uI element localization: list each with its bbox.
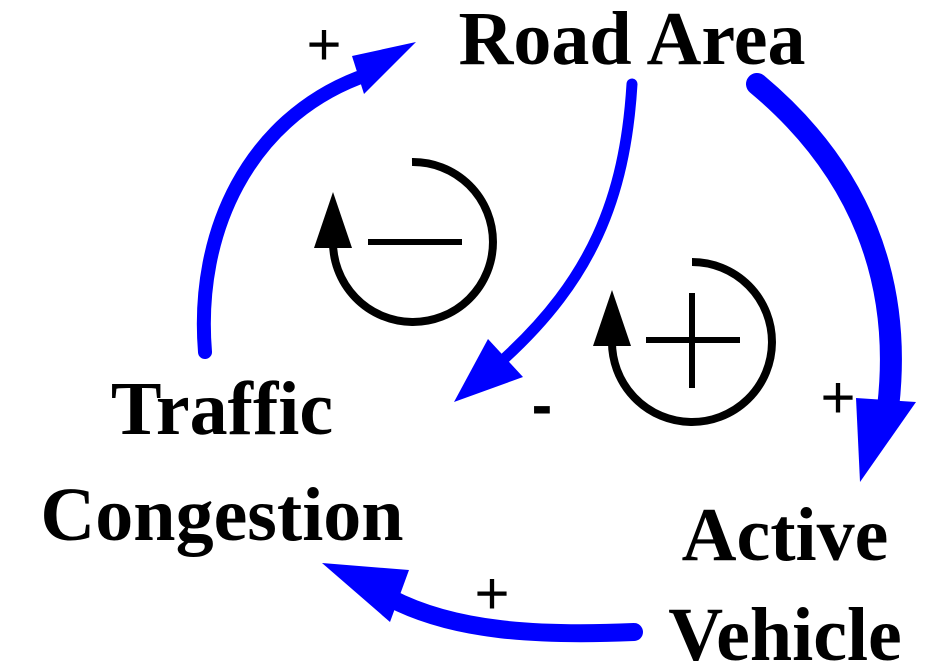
link-active-to-congestion bbox=[322, 563, 643, 643]
loop-arrowhead-reinforcing bbox=[593, 290, 631, 346]
polarity-road-to-congestion: - bbox=[532, 371, 553, 440]
arrowhead-to-traffic-congestion bbox=[454, 339, 523, 402]
node-traffic-congestion-line1: Traffic bbox=[111, 367, 333, 451]
node-active-vehicle-line2: Vehicle bbox=[668, 593, 902, 670]
node-traffic-congestion-line2: Congestion bbox=[40, 473, 403, 557]
link-congestion-to-road bbox=[196, 42, 416, 359]
loop-marker-reinforcing bbox=[593, 258, 776, 426]
arrowhead-to-road-area bbox=[352, 42, 416, 94]
arrowhead-to-traffic-congestion-2 bbox=[322, 563, 409, 622]
node-active-vehicle-line1: Active bbox=[682, 493, 889, 577]
loop-marker-balancing bbox=[314, 157, 497, 326]
link-road-to-congestion bbox=[454, 78, 638, 402]
polarity-road-to-active: + bbox=[820, 364, 855, 431]
polarity-active-to-congestion: + bbox=[474, 560, 509, 627]
polarity-congestion-to-road: + bbox=[306, 11, 341, 78]
node-road-area: Road Area bbox=[459, 0, 806, 81]
arrowhead-to-active-vehicle bbox=[856, 398, 916, 482]
loop-arrowhead-balancing bbox=[314, 192, 352, 248]
link-road-to-active bbox=[746, 73, 916, 482]
